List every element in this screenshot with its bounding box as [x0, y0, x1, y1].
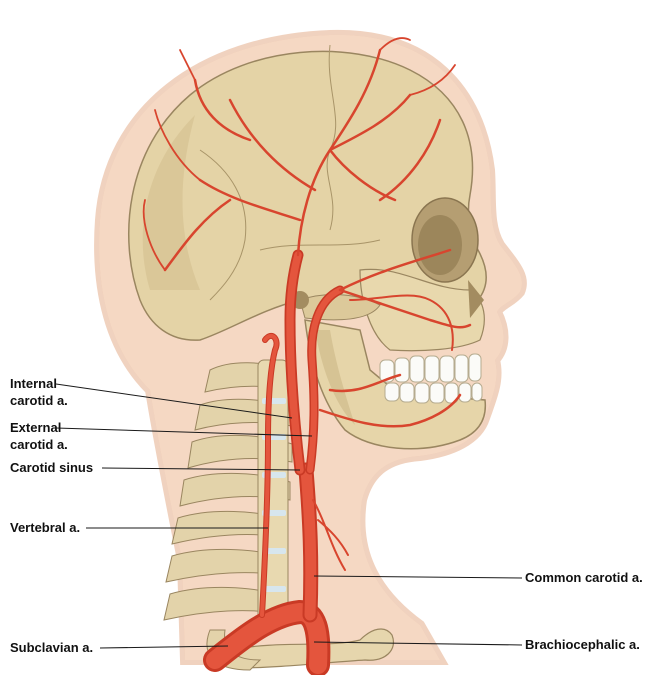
leader-subclavian [99, 645, 229, 649]
arterial-tree [142, 37, 472, 675]
label-external-carotid: External carotid a. [10, 419, 68, 453]
maxilla [359, 268, 485, 352]
label-external-carotid-line2: carotid a. [10, 437, 68, 452]
label-internal-carotid: Internal carotid a. [10, 375, 68, 409]
label-subclavian: Subclavian a. [10, 640, 94, 655]
label-common-carotid: Common carotid a. [525, 570, 643, 585]
cranium-shade [142, 115, 200, 290]
leader-external-carotid [55, 427, 313, 437]
leader-lines [55, 383, 523, 649]
leader-brachiocephalic [313, 641, 523, 646]
leader-internal-carotid [55, 383, 293, 419]
orbit-inner [418, 215, 462, 275]
label-carotid-sinus: Carotid sinus [10, 460, 94, 475]
label-internal-carotid-line1: Internal [10, 376, 57, 391]
mandible-shade [315, 330, 355, 425]
nasal-cavity [468, 280, 484, 318]
lower-teeth [384, 382, 483, 404]
label-vertebral: Vertebral a. [10, 520, 81, 535]
label-internal-carotid-line2: carotid a. [10, 393, 68, 408]
leader-carotid-sinus [101, 467, 301, 471]
label-external-carotid-line1: External [10, 420, 62, 435]
label-brachiocephalic: Brachiocephalic a. [525, 637, 640, 652]
leader-common-carotid [313, 575, 523, 579]
